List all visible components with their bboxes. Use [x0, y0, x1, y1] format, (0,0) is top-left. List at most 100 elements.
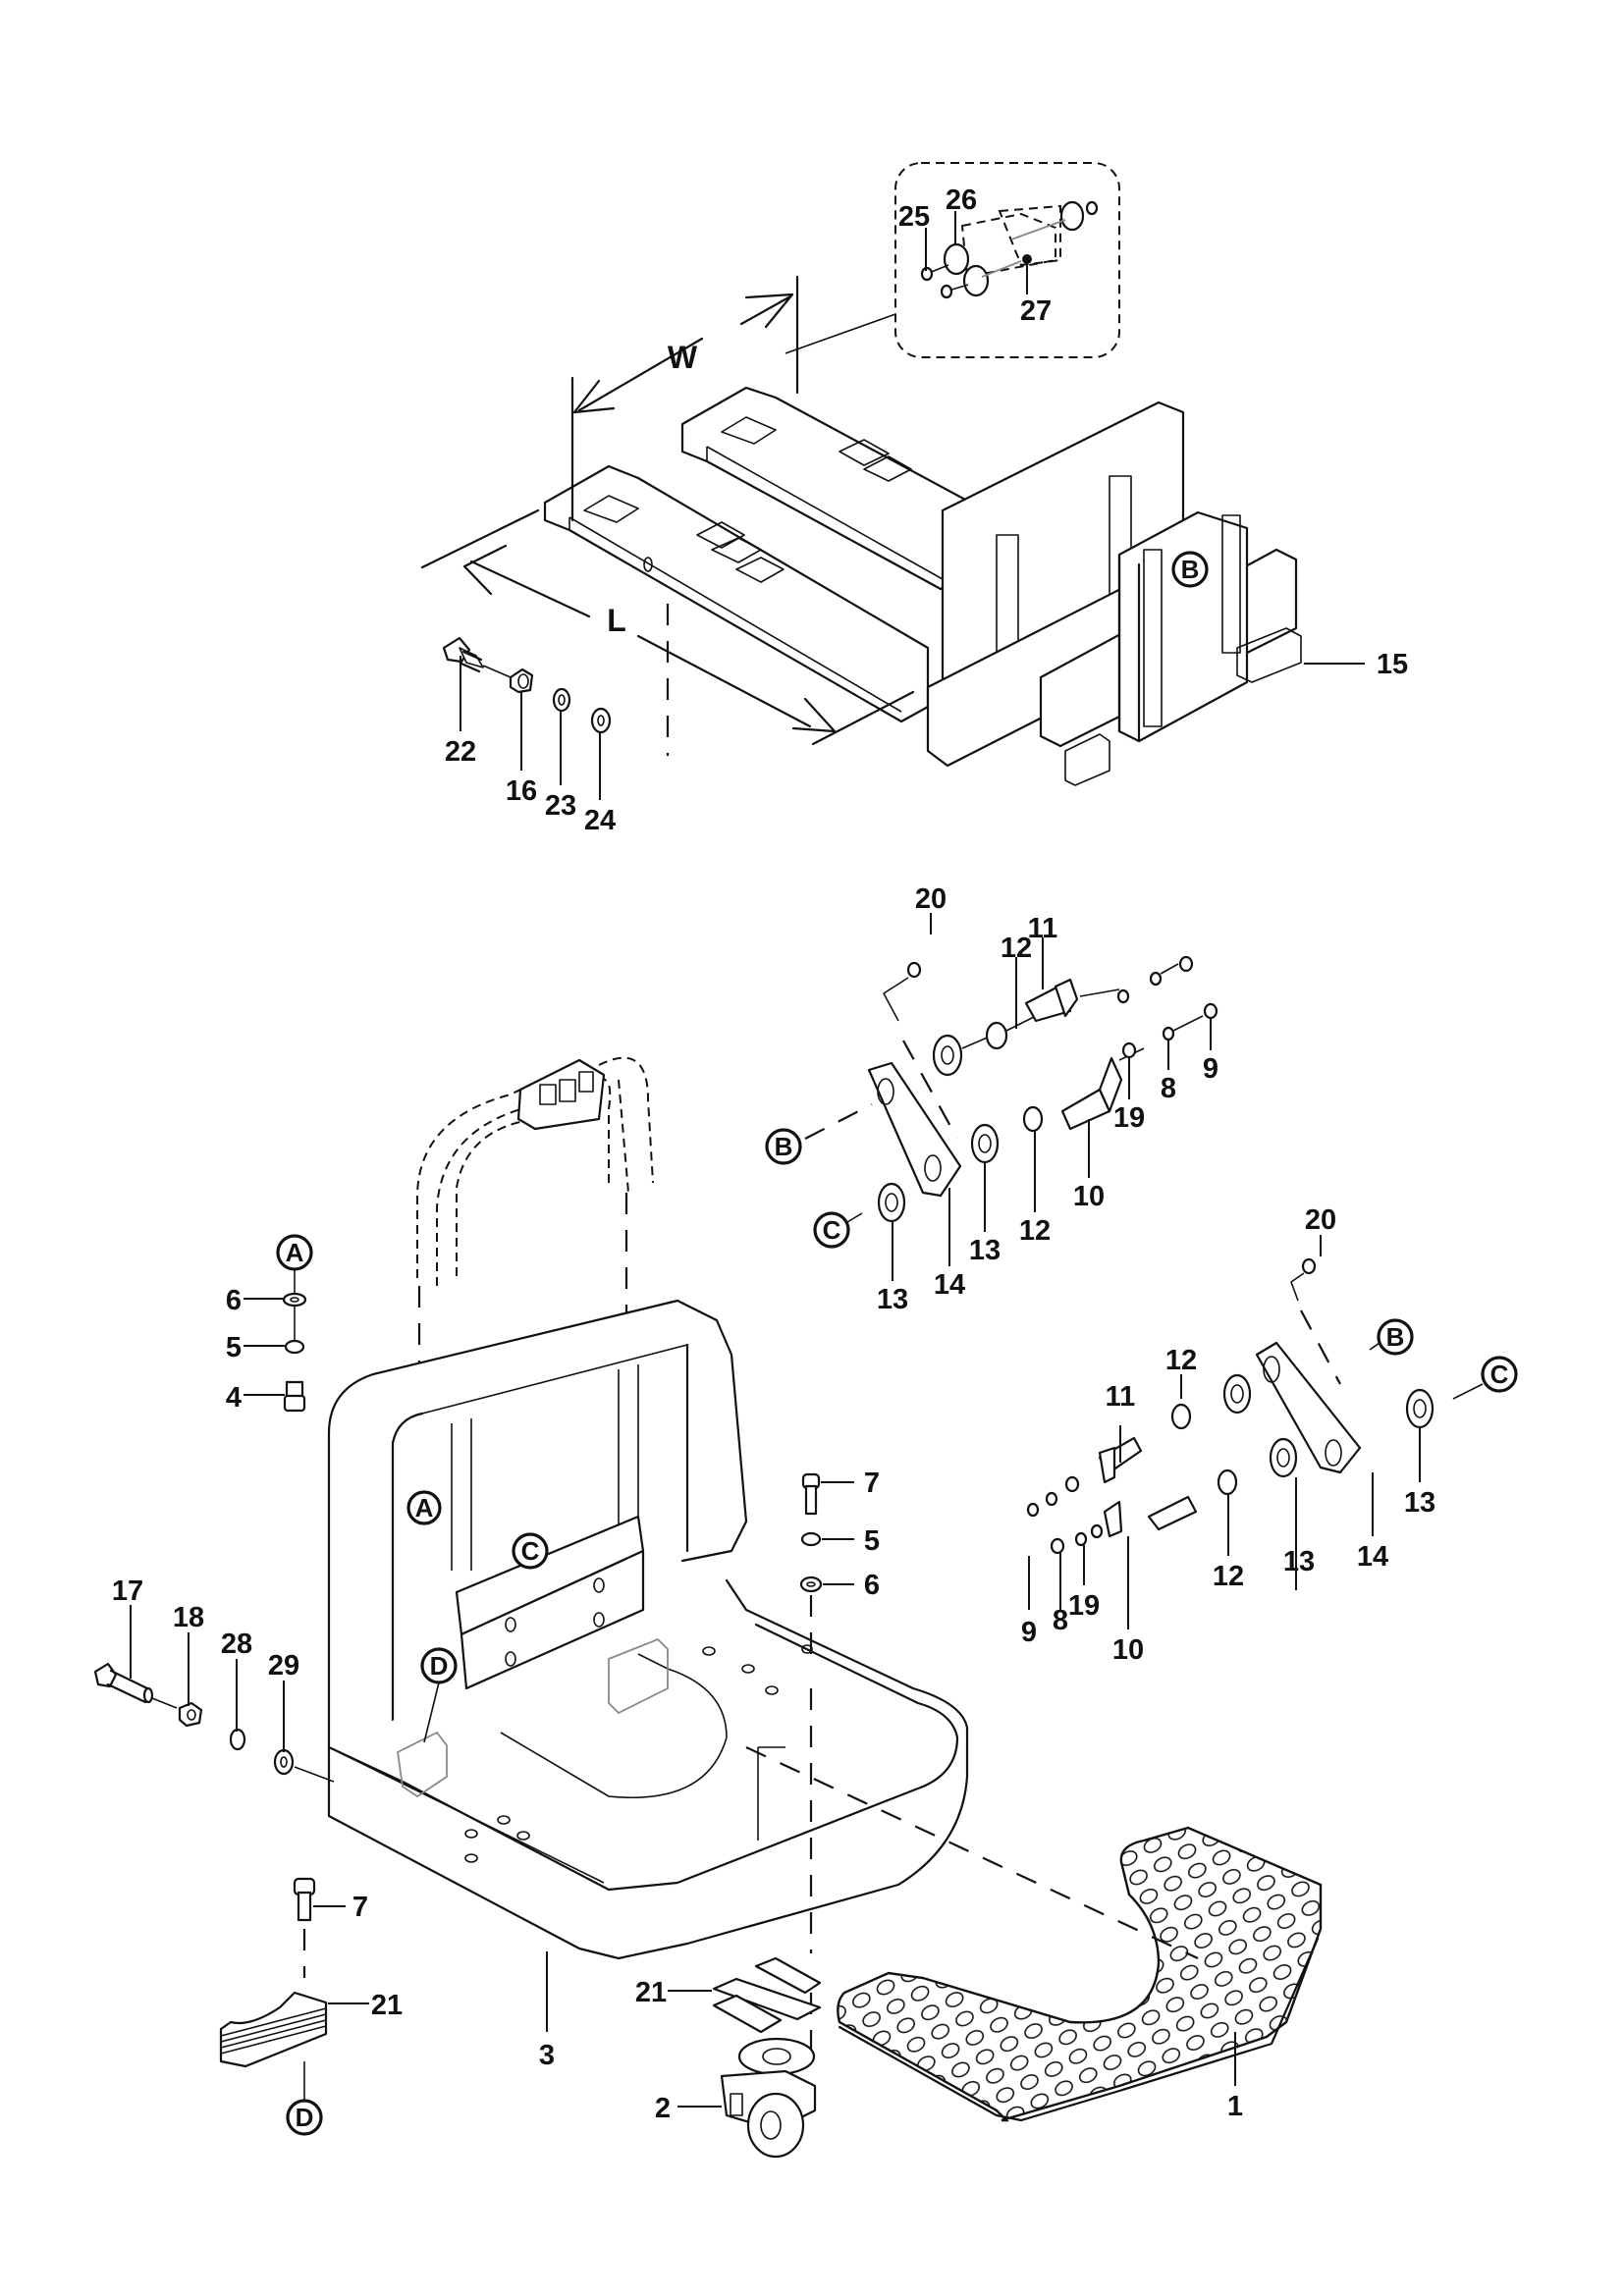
callout-4: 4: [226, 1382, 242, 1414]
pin-icon: [1024, 978, 1123, 1131]
washer-icon: [877, 1034, 1000, 1223]
pin-icon: [1098, 1436, 1198, 1538]
platform-frame: A C D 3: [327, 1299, 1199, 2071]
link-plate-icon: [867, 1061, 962, 1198]
washer-icon: [1222, 1373, 1435, 1478]
dimension-w-label: W: [668, 340, 698, 375]
callout-8: 8: [1053, 1605, 1068, 1636]
shim-icon: [219, 1991, 328, 2068]
callout-2: 2: [655, 2093, 671, 2124]
ref-marker-a[interactable]: A: [415, 1493, 434, 1522]
washer-icon: [590, 707, 612, 734]
callout-20: 20: [1305, 1204, 1336, 1236]
callout-11: 11: [1028, 913, 1058, 944]
lock-washer-icon: [800, 1531, 822, 1547]
bolt-icon: [283, 1380, 306, 1413]
dimension-w: W: [570, 275, 799, 522]
callout-21: 21: [371, 1990, 403, 2021]
callout-9: 9: [1203, 1053, 1218, 1085]
callout-7: 7: [864, 1468, 880, 1499]
ref-marker-c[interactable]: C: [1490, 1360, 1509, 1389]
link-plate-icon: [1255, 1341, 1362, 1474]
nut-icon: [509, 667, 534, 694]
callout-24: 24: [584, 805, 616, 836]
ref-marker-c[interactable]: C: [521, 1536, 540, 1566]
callout-12: 12: [1213, 1561, 1244, 1592]
callout-12: 12: [1001, 933, 1032, 964]
linkage-lower: 20 B C: [1021, 1204, 1518, 1666]
ref-marker-b[interactable]: B: [1386, 1322, 1405, 1352]
screw-icon: [920, 200, 1099, 299]
fork-hardware: 22 16 23 24: [442, 636, 616, 836]
callout-7: 7: [352, 1892, 368, 1923]
callout-13: 13: [969, 1235, 1001, 1266]
detail-inset: 25 26 27: [785, 162, 1120, 358]
callout-22: 22: [445, 736, 476, 768]
callout-17: 17: [112, 1575, 143, 1607]
side-hardware: 17 18 28 29: [93, 1575, 335, 1783]
control-switch-icon: [516, 1058, 606, 1131]
caster-wheel-icon: [720, 2037, 817, 2159]
ref-marker-d[interactable]: D: [430, 1651, 449, 1681]
callout-10: 10: [1073, 1181, 1105, 1212]
callout-11: 11: [1106, 1381, 1136, 1413]
callout-27: 27: [1020, 295, 1052, 327]
ref-marker-b[interactable]: B: [775, 1132, 793, 1161]
callout-10: 10: [1112, 1634, 1144, 1666]
callout-18: 18: [173, 1602, 204, 1633]
bolt-icon: [93, 1662, 154, 1704]
lock-washer-icon: [229, 1728, 246, 1751]
callout-15: 15: [1377, 649, 1408, 680]
callout-12: 12: [1165, 1345, 1197, 1376]
roller-icon: [943, 200, 1085, 297]
hardware-a: A 6 5 4: [226, 1234, 313, 1414]
callout-21: 21: [635, 1977, 667, 2008]
ref-marker-d[interactable]: D: [296, 2103, 314, 2132]
hardware-frame-right: 7 5 6: [799, 1468, 880, 1669]
washer-icon: [799, 1575, 823, 1593]
callout-6: 6: [864, 1570, 880, 1601]
callout-12: 12: [1019, 1215, 1051, 1247]
callout-13: 13: [1283, 1546, 1315, 1577]
bolt-icon: [442, 636, 484, 673]
handlebar: [416, 1056, 654, 1414]
ref-marker-c[interactable]: C: [823, 1215, 841, 1245]
callout-6: 6: [226, 1285, 242, 1316]
callout-19: 19: [1068, 1590, 1100, 1622]
washer-icon: [282, 1292, 307, 1308]
callout-28: 28: [221, 1629, 252, 1660]
bushing-icon: [1170, 1403, 1238, 1496]
linkage-upper: 20: [765, 883, 1218, 1315]
callout-20: 20: [915, 883, 947, 915]
callout-14: 14: [1357, 1541, 1388, 1573]
nut-icon: [178, 1701, 203, 1728]
nut-icon: [1022, 254, 1032, 264]
callout-13: 13: [1404, 1487, 1435, 1519]
ref-marker-a[interactable]: A: [286, 1238, 304, 1267]
shim-stack-left: 7 21 D: [219, 1877, 403, 2136]
callout-29: 29: [268, 1650, 299, 1682]
callout-5: 5: [226, 1332, 242, 1363]
callout-5: 5: [864, 1525, 880, 1557]
washer-icon: [273, 1748, 295, 1776]
dimension-l-label: L: [607, 603, 626, 638]
callout-25: 25: [898, 201, 930, 233]
callout-3: 3: [539, 2040, 555, 2071]
callout-19: 19: [1113, 1102, 1145, 1134]
socket-screw-icon: [801, 1472, 821, 1516]
lock-washer-icon: [552, 687, 571, 713]
ref-marker-b[interactable]: B: [1181, 555, 1200, 584]
fork-assembly: 15 B: [543, 386, 1408, 786]
dimension-l: L: [420, 508, 915, 756]
callout-26: 26: [946, 185, 977, 216]
bushing-icon: [985, 1021, 1044, 1133]
callout-9: 9: [1021, 1617, 1037, 1648]
callout-8: 8: [1161, 1073, 1176, 1104]
floor-mat: 1: [837, 1826, 1323, 2122]
callout-23: 23: [545, 790, 576, 822]
callout-16: 16: [506, 775, 537, 807]
callout-1: 1: [1227, 2091, 1243, 2122]
shim-icon: [712, 1956, 822, 2034]
caster-group: 21 2: [635, 1956, 822, 2159]
